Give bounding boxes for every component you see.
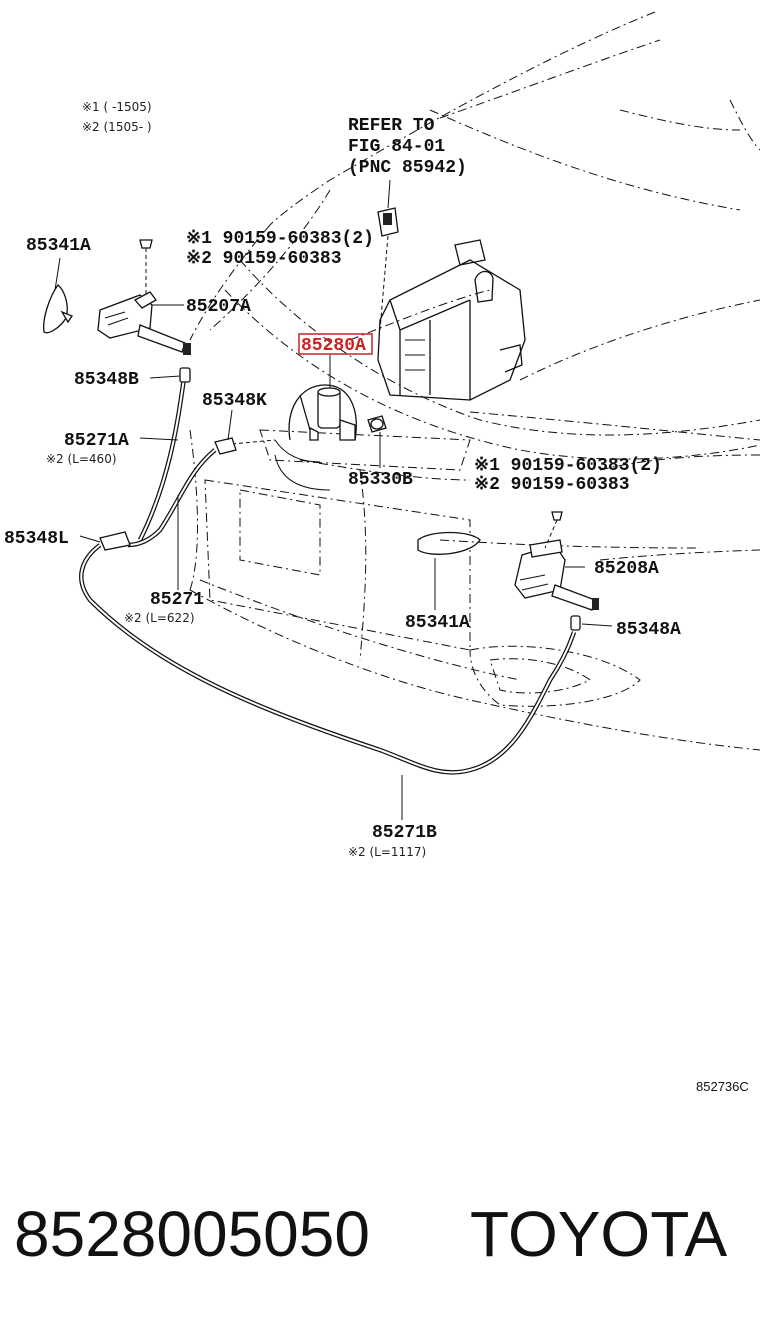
leader-lines bbox=[54, 257, 613, 820]
label-bolt-right-2: ※2 90159-60383 bbox=[474, 475, 630, 495]
refer-line-2: FIG 84-01 bbox=[348, 137, 445, 157]
cover-85341A-left bbox=[43, 284, 73, 334]
bolt-top bbox=[139, 239, 153, 295]
label-85348A[interactable]: 85348A bbox=[616, 620, 681, 640]
joint-85348L bbox=[99, 531, 131, 551]
label-85330B[interactable]: 85330B bbox=[348, 470, 413, 490]
label-85280A[interactable]: 85280A bbox=[301, 336, 366, 356]
refer-line-1: REFER TO bbox=[348, 116, 435, 136]
label-85348L[interactable]: 85348L bbox=[4, 529, 69, 549]
label-85341A-top[interactable]: 85341A bbox=[26, 236, 91, 256]
joints bbox=[99, 367, 581, 631]
washer-nozzle-85208A bbox=[514, 539, 599, 611]
label-bolt-top-1: ※1 90159-60383(2) bbox=[186, 229, 374, 249]
grommet-85330B bbox=[367, 415, 387, 433]
highlight-box-85280A bbox=[298, 333, 373, 355]
hoses bbox=[79, 377, 577, 775]
label-bolt-top-2: ※2 90159-60383 bbox=[186, 249, 342, 269]
label-85208A[interactable]: 85208A bbox=[594, 559, 659, 579]
label-85271[interactable]: 85271 bbox=[150, 590, 204, 610]
label-85207A[interactable]: 85207A bbox=[186, 297, 251, 317]
footer-part-number: 8528005050 bbox=[14, 1198, 370, 1270]
reservoir-cap bbox=[377, 179, 399, 331]
note-range-1: ※1 ( -1505) bbox=[82, 100, 152, 114]
footer-brand: TOYOTA bbox=[470, 1198, 728, 1270]
label-85271B-note: ※2 (L=1117) bbox=[348, 845, 426, 859]
labels: ※1 ( -1505) ※2 (1505- ) REFER TO FIG 84-… bbox=[4, 100, 749, 1270]
washer-pump-85280A bbox=[274, 384, 357, 491]
refer-line-3: (PNC 85942) bbox=[348, 158, 467, 178]
washer-reservoir bbox=[377, 239, 526, 401]
joint-85348B bbox=[179, 367, 191, 383]
label-85271-note: ※2 (L=622) bbox=[124, 611, 195, 625]
label-85271A-note: ※2 (L=460) bbox=[46, 452, 117, 466]
label-85348K[interactable]: 85348K bbox=[202, 391, 267, 411]
label-bolt-right-1: ※1 90159-60383(2) bbox=[474, 456, 662, 476]
joint-85348A bbox=[570, 615, 581, 631]
bolt-right bbox=[544, 511, 563, 549]
label-85348B[interactable]: 85348B bbox=[74, 370, 139, 390]
label-85341A-bottom[interactable]: 85341A bbox=[405, 613, 470, 633]
label-85271A[interactable]: 85271A bbox=[64, 431, 129, 451]
figure-reference: 852736C bbox=[696, 1079, 749, 1094]
washer-nozzle-85207A bbox=[97, 291, 191, 355]
joint-85348K bbox=[214, 437, 237, 455]
label-85271B[interactable]: 85271B bbox=[372, 823, 437, 843]
car-body-outline bbox=[189, 11, 760, 751]
note-range-2: ※2 (1505- ) bbox=[82, 120, 152, 134]
